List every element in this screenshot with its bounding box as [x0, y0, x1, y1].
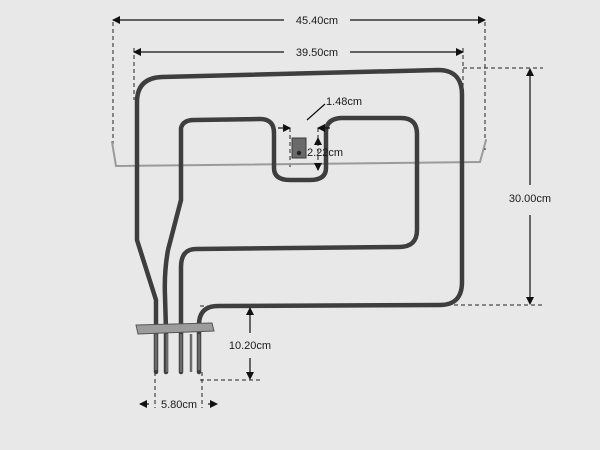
bracket-gap-label: 1.48cm	[326, 96, 362, 108]
terminal-spacing-label: 5.80cm	[161, 399, 197, 411]
heating-element	[134, 67, 465, 375]
dimension-bracket-gap	[278, 103, 330, 132]
support-bracket	[111, 137, 487, 167]
inner-width-label: 39.50cm	[296, 47, 338, 59]
overall-width-label: 45.40cm	[296, 15, 338, 27]
bracket-height-label: 2.22cm	[307, 147, 343, 159]
height-label: 30.00cm	[509, 193, 551, 205]
terminals	[154, 334, 201, 372]
mounting-plate	[135, 322, 215, 335]
terminal-length-label: 10.20cm	[229, 340, 271, 352]
